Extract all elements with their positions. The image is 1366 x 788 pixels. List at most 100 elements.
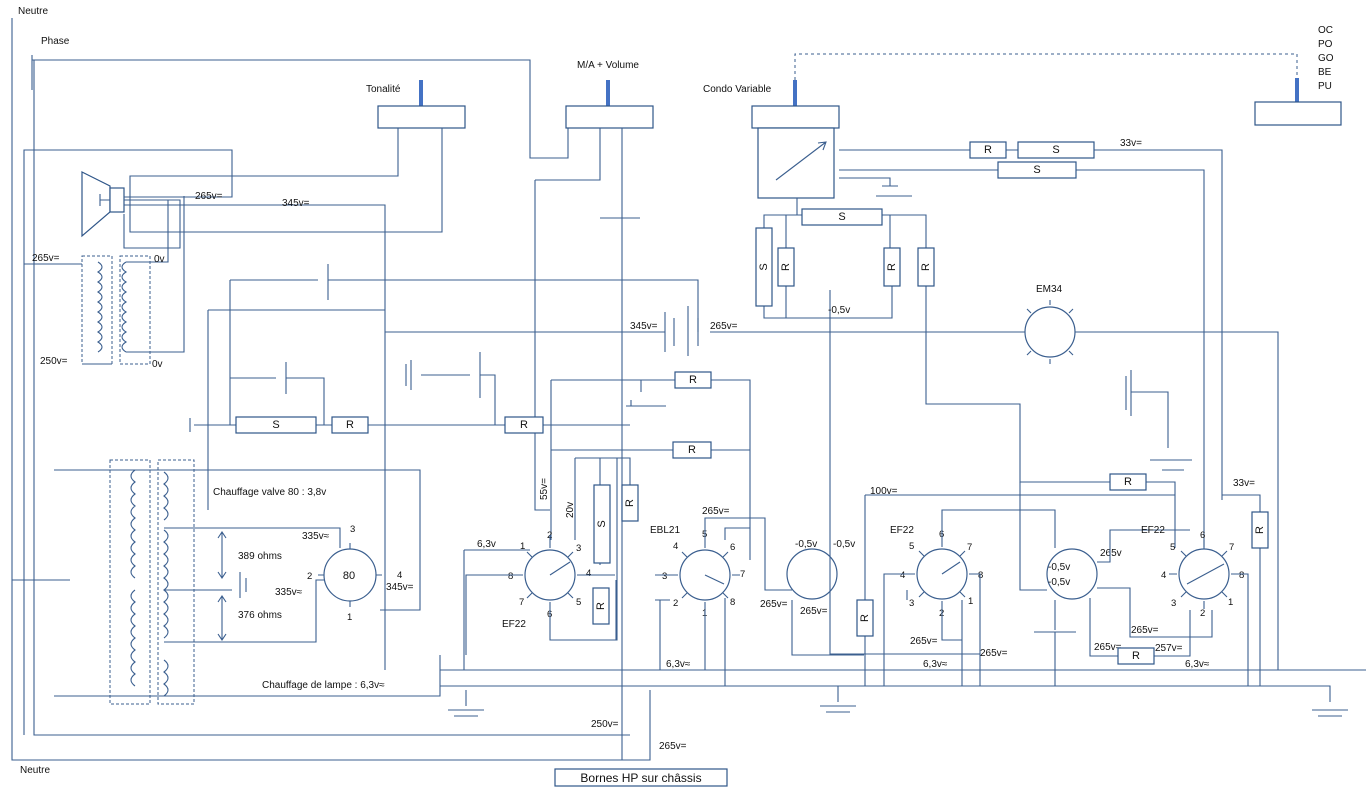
- variable-capacitor: [757, 127, 835, 199]
- neutre-bottom-label: Neutre: [20, 765, 50, 776]
- ef22-c-name: EF22: [1141, 525, 1165, 536]
- ef22-b-pin1: 1: [968, 596, 973, 607]
- loudspeaker: 265v= 345v=: [23, 128, 443, 735]
- voltage-265-line: 265v=: [980, 648, 1008, 659]
- volume-potentiometer: [565, 105, 654, 129]
- volume-control[interactable]: M/A + Volume: [565, 60, 654, 129]
- resistor-s-3: [1017, 141, 1095, 159]
- heater-valve-label: Chauffage valve 80 : 3,8v: [213, 487, 326, 498]
- resistor-r-9: [883, 247, 901, 287]
- resistor-r-9-label: R: [886, 263, 898, 271]
- resistor-s-1-label: S: [272, 419, 279, 431]
- ef22-a-pin5: 5: [576, 597, 581, 608]
- voltage-265-speaker: 265v=: [195, 191, 223, 202]
- resistor-s-6: [755, 227, 773, 307]
- voltage-0v-b: 0v: [152, 359, 163, 370]
- tube-80-pin2: 2: [307, 571, 312, 582]
- resistor-r-12-label: R: [1132, 650, 1140, 662]
- output-transformer: 265v= 0v 250v= 0v: [24, 196, 185, 370]
- resistor-r-1-label: R: [346, 419, 354, 431]
- resistor-r-14-label: R: [1254, 526, 1266, 534]
- tonalite-label: Tonalité: [366, 84, 401, 95]
- resistor-r-13-label: R: [1124, 476, 1132, 488]
- ef22-b-pin7: 7: [967, 542, 972, 553]
- ef22-c-pin2: 2: [1200, 608, 1205, 619]
- tube-80-pin3: 3: [350, 524, 355, 535]
- resistor-s-2: [593, 484, 611, 564]
- resistor-s-4: [997, 161, 1077, 179]
- voltage-345-mid: 345v=: [630, 321, 658, 332]
- voltage-265-d3: 265v: [1100, 548, 1122, 559]
- tube-em34: EM34: [1018, 284, 1082, 364]
- ef22-b-pin8: 8: [978, 570, 983, 581]
- ef22-c-pin7: 7: [1229, 542, 1234, 553]
- condo-label: Condo Variable: [703, 84, 772, 95]
- ef22-b-pin5: 5: [909, 541, 914, 552]
- tonalite-knob[interactable]: [419, 80, 423, 106]
- band-po: PO: [1318, 39, 1333, 50]
- voltage-335-b: 335v≈: [275, 587, 303, 598]
- ebl21-pin7: 7: [740, 569, 745, 580]
- resistor-r-6: [592, 587, 610, 625]
- voltage-55: 55v=: [539, 478, 550, 500]
- resistor-r-7: [969, 141, 1007, 159]
- ef22-c-pin1: 1: [1228, 597, 1233, 608]
- voltage-63-ebl: 6,3v≈: [666, 659, 691, 670]
- voltage-63-ef22b: 6,3v≈: [923, 659, 948, 670]
- resistor-s-4-label: S: [1033, 164, 1040, 176]
- voltage-265-d1: 265v=: [760, 599, 788, 610]
- tube-detector: -0,5v -0,5v 265v= 265v= -0,5v: [760, 290, 980, 656]
- ht-network: [189, 128, 1279, 760]
- condo-knob[interactable]: [793, 80, 797, 106]
- band-pu: PU: [1318, 81, 1332, 92]
- band-go: GO: [1318, 53, 1334, 64]
- band-knob[interactable]: [1295, 78, 1299, 102]
- voltage-265-f: 265v=: [1094, 642, 1122, 653]
- resistor-r-5: [621, 484, 639, 522]
- ef22-c-pin8: 8: [1239, 570, 1244, 581]
- resistor-r-4-label: R: [688, 444, 696, 456]
- voltage-20: 20v: [565, 502, 576, 518]
- ef22-b-pin3: 3: [909, 598, 914, 609]
- volume-knob[interactable]: [606, 80, 610, 106]
- resistor-r-2-label: R: [520, 419, 528, 431]
- ef22-a-pin7: 7: [519, 597, 524, 608]
- resistor-r-3: [674, 371, 712, 389]
- power-transformer: Chauffage valve 80 : 3,8v 389 ohms 376 o…: [54, 459, 441, 705]
- resistor-r-13: [1109, 473, 1147, 491]
- voltage-63-pin1: 6,3v: [477, 539, 496, 550]
- ef22-c-pin6: 6: [1200, 530, 1205, 541]
- voltage-265-e: 265v=: [1131, 625, 1159, 636]
- tube-80-pin4: 4: [397, 570, 402, 581]
- resistor-r-1: [331, 416, 369, 434]
- resistor-r-5-label: R: [624, 499, 636, 507]
- rectifier-tube-80: 80 1 2 3 4 345v=: [307, 524, 414, 623]
- voltage-33-top: 33v=: [1120, 138, 1142, 149]
- tube-ef22-c: 1 2 3 4 5 6 7 8 EF22 33v= 6,3v≈: [1125, 370, 1261, 686]
- voltage-265-bottom: 265v=: [659, 741, 687, 752]
- volume-label: M/A + Volume: [577, 60, 639, 71]
- resistor-r-2: [504, 416, 544, 434]
- ef22-a-pin1: 1: [520, 541, 525, 552]
- voltage-265-ef22b: 265v=: [910, 636, 938, 647]
- tube-ef22-a: 1 2 3 4 5 6 7 8 EF22 6,3v: [465, 458, 618, 655]
- voltage-0v-a: 0v: [154, 254, 165, 265]
- band-selector[interactable]: OC PO GO BE PU: [794, 25, 1342, 126]
- ebl21-pin3: 3: [662, 571, 667, 582]
- condo-variable-control[interactable]: Condo Variable: [703, 80, 840, 199]
- voltage-05-b: -0,5v: [833, 539, 855, 550]
- voltage-63-ef22c: 6,3v≈: [1185, 659, 1210, 670]
- band-oc: OC: [1318, 25, 1333, 36]
- resistor-r-10: [917, 247, 935, 287]
- tube-ebl21: 1 2 3 4 5 6 7 8 EBL21 265v= 6,3v≈: [630, 506, 792, 761]
- ef22-a-pin3: 3: [576, 543, 581, 554]
- resistor-r-11-label: R: [859, 614, 871, 622]
- tonalite-control[interactable]: Tonalité: [366, 80, 466, 129]
- ground-bus: [440, 580, 1366, 717]
- resistor-r-10-label: R: [920, 263, 932, 271]
- tube-80-pin1: 1: [347, 612, 352, 623]
- tube-detector-2: -0,5v -0,5v 265v 265v= 265v= 257v=: [1019, 482, 1213, 686]
- hp-terminals-box: [554, 768, 728, 787]
- ef22-b-pin4: 4: [900, 570, 905, 581]
- resistor-r-14: [1251, 511, 1269, 549]
